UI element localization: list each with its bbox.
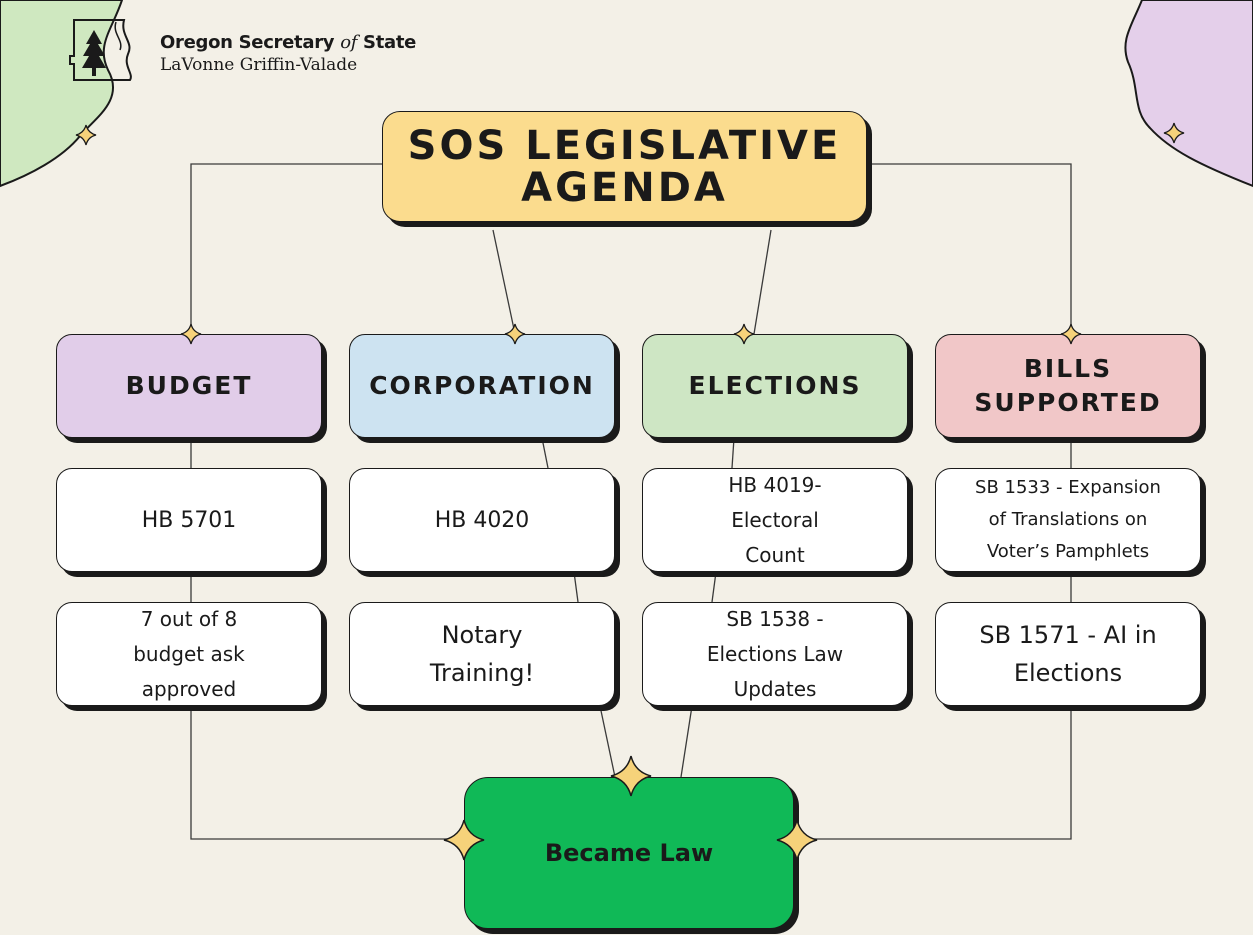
category-budget: BUDGET: [56, 334, 322, 438]
category-corporation: CORPORATION: [349, 334, 615, 438]
logo-text: Oregon Secretary of State LaVonne Griffi…: [160, 32, 416, 76]
sos-logo: Oregon Secretary of State LaVonne Griffi…: [68, 16, 488, 86]
oregon-state-icon: [69, 19, 132, 81]
agenda-title: SOS LEGISLATIVE AGENDA: [382, 111, 867, 222]
item-sb-1571: SB 1571 - AI in Elections: [935, 602, 1201, 706]
item-hb-4019: HB 4019- Electoral Count: [642, 468, 908, 572]
item-sb-1538: SB 1538 - Elections Law Updates: [642, 602, 908, 706]
item-notary-training: Notary Training!: [349, 602, 615, 706]
official-name: LaVonne Griffin-Valade: [160, 55, 358, 75]
org-name: Oregon Secretary of State: [160, 32, 417, 53]
item-sb-1533: SB 1533 - Expansion of Translations on V…: [935, 468, 1201, 572]
tree-icon: [82, 30, 106, 68]
category-elections: ELECTIONS: [642, 334, 908, 438]
category-bills-supported: BILLS SUPPORTED: [935, 334, 1201, 438]
connector-lines: [190, 163, 1072, 840]
item-hb-4020: HB 4020: [349, 468, 615, 572]
outcome-became-law: Became Law: [464, 777, 794, 929]
item-budget-approved: 7 out of 8 budget ask approved: [56, 602, 322, 706]
corner-blob-right: [1124, 0, 1253, 188]
item-hb-5701: HB 5701: [56, 468, 322, 572]
